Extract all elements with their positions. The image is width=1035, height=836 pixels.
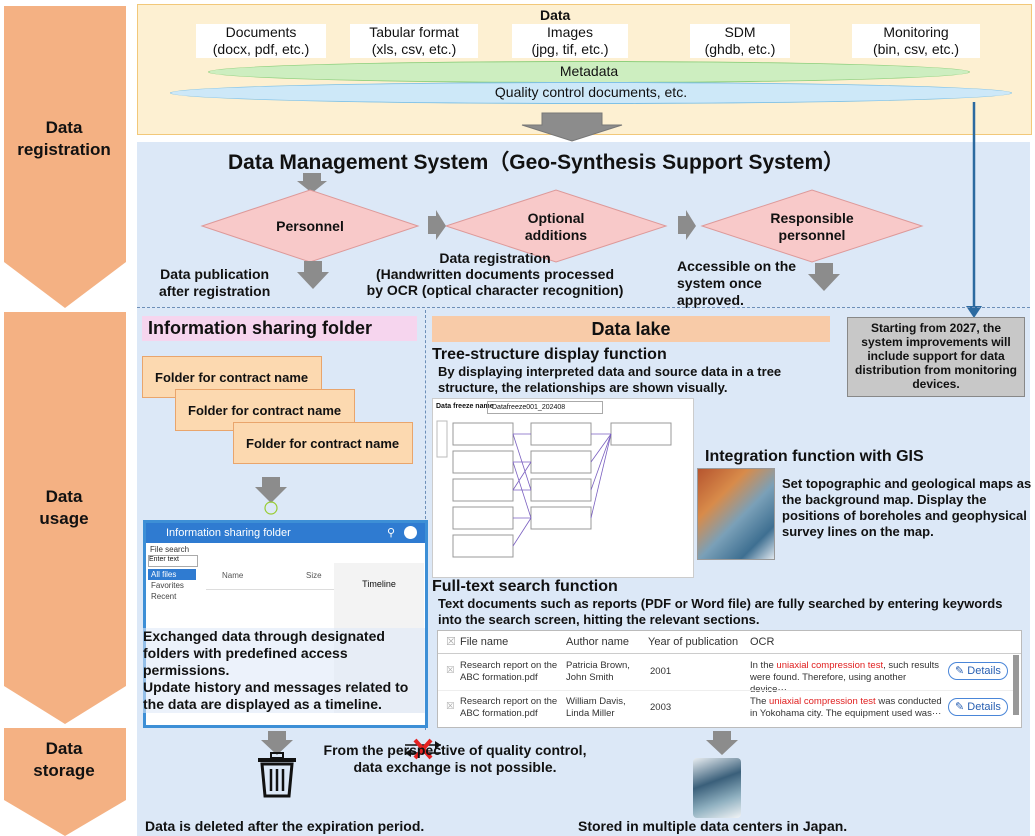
file-search-input[interactable]: Enter text (148, 555, 198, 567)
folder-3[interactable]: Folder for contract name (233, 422, 413, 464)
row-author: Patricia Brown, John Smith (566, 660, 630, 683)
col-ocr: OCR (750, 636, 775, 648)
circle-marker-icon (264, 501, 278, 515)
data-type-images: Images(jpg, tif, etc.) (512, 24, 628, 58)
data-type-monitoring: Monitoring(bin, csv, etc.) (852, 24, 980, 58)
stage-label-registration: Data registration (17, 118, 111, 159)
table-row[interactable]: ☒ Research report on the ABC formation.p… (438, 690, 1013, 725)
col-author: Author name (566, 636, 629, 648)
details-button[interactable]: ✎ Details (948, 662, 1008, 680)
no-exchange-note: From the perspective of quality control,… (323, 742, 587, 775)
monitoring-connector (966, 102, 982, 318)
user-avatar-icon[interactable] (404, 526, 417, 539)
down-arrow-small (297, 173, 327, 193)
down-arrow-storage-left (261, 731, 293, 755)
sharing-title: Information sharing folder (142, 316, 417, 341)
deleted-note: Data is deleted after the expiration per… (145, 818, 425, 834)
no-exchange-icon (405, 738, 441, 760)
gis-description: Set topographic and geological maps as t… (782, 476, 1032, 539)
nav-recent[interactable]: Recent (151, 592, 177, 601)
diamond-personnel (200, 189, 420, 263)
app-title: Information sharing folder (166, 527, 291, 539)
flow-diamonds (200, 189, 924, 263)
search-icon[interactable]: ⚲ (386, 527, 395, 539)
row-year: 2001 (650, 666, 672, 677)
stage-arrow-usage (4, 312, 126, 724)
system-title: Data Management System（Geo-Synthesis Sup… (228, 151, 845, 174)
search-results-table: ☒ File name Author name Year of publicat… (437, 630, 1022, 728)
accessible-note: Accessible on the system once approved. (677, 258, 797, 308)
data-type-tabular: Tabular format(xls, csv, etc.) (350, 24, 478, 58)
row-file: Research report on the ABC formation.pdf (460, 660, 558, 683)
row-author: William Davis, Linda Miller (566, 696, 626, 719)
publication-note: Data publication after registration (159, 266, 271, 299)
diamond-personnel-label: Personnel (276, 218, 344, 234)
gis-map-image (697, 468, 775, 560)
app-sidebar: All files Favorites Recent (148, 569, 196, 602)
table-header: ☒ File name Author name Year of publicat… (438, 631, 1021, 654)
data-type-sdm: SDM(ghdb, etc.) (690, 24, 790, 58)
data-panel-title: Data (540, 7, 571, 23)
stored-note: Stored in multiple data centers in Japan… (578, 818, 848, 834)
table-scrollbar[interactable] (1013, 655, 1019, 715)
row-checkbox[interactable]: ☒ (446, 701, 455, 712)
col-file-name: File name (460, 636, 509, 648)
timeline-label: Timeline (362, 579, 396, 589)
data-type-documents: Documents(docx, pdf, etc.) (196, 24, 326, 58)
metadata-band: Metadata (208, 61, 970, 83)
down-arrow-big (521, 112, 623, 142)
col-year: Year of publication (648, 636, 739, 648)
row-year: 2003 (650, 702, 672, 713)
col-size: Size (306, 571, 322, 580)
nav-favorites[interactable]: Favorites (151, 581, 184, 590)
stage-label-usage: Data usage (39, 487, 89, 528)
down-arrow-folders (255, 477, 287, 503)
row-file: Research report on the ABC formation.pdf (460, 696, 558, 719)
row-ocr: In the uniaxial compression test, such r… (750, 660, 940, 695)
stage-label-storage: Data storage (33, 739, 95, 780)
diamond-optional (444, 189, 668, 263)
tree-graph (436, 420, 672, 558)
trash-icon (258, 752, 296, 798)
gis-title: Integration function with GIS (705, 448, 924, 465)
down-arrow-accessible (808, 263, 840, 291)
row-checkbox[interactable]: ☒ (446, 665, 455, 676)
sharing-description: Exchanged data through designated folder… (143, 628, 425, 713)
stage-arrow-storage (4, 728, 126, 836)
tree-description: By displaying interpreted data and sourc… (438, 364, 782, 395)
details-button[interactable]: ✎ Details (948, 698, 1008, 716)
nav-all-files[interactable]: All files (148, 569, 196, 580)
folder-2[interactable]: Folder for contract name (175, 389, 355, 431)
app-titlebar: Information sharing folder ⚲ (146, 523, 425, 543)
fts-description: Text documents such as reports (PDF or W… (438, 596, 1003, 627)
registration-note: Data registration (Handwritten documents… (366, 250, 624, 298)
header-checkbox[interactable]: ☒ (446, 636, 456, 648)
fts-title: Full-text search function (432, 578, 618, 595)
data-lake-title: Data lake (432, 316, 830, 342)
note-2027: Starting from 2027, the system improveme… (847, 317, 1025, 397)
table-row[interactable]: ☒ Research report on the ABC formation.p… (438, 655, 1013, 695)
file-row[interactable] (206, 589, 336, 590)
row-ocr: The uniaxial compression test was conduc… (750, 696, 942, 719)
stage-arrows (4, 6, 126, 836)
tree-screenshot: Data freeze name Datafreeze001_202408 (432, 398, 694, 578)
down-arrow-publication (297, 261, 329, 289)
diamond-responsible (700, 189, 924, 263)
quality-band: Quality control documents, etc. (170, 82, 1012, 104)
down-arrow-storage-right (706, 731, 738, 755)
diamond-responsible-label: Responsible personnel (770, 210, 854, 243)
file-search-label: File search (150, 545, 190, 554)
divider-horizontal (137, 307, 1030, 308)
freeze-select[interactable]: Datafreeze001_202408 (487, 401, 603, 414)
tree-title: Tree-structure display function (432, 346, 667, 363)
diamond-optional-label: Optional additions (524, 210, 588, 243)
col-name: Name (222, 571, 244, 580)
stage-arrow-registration (4, 6, 126, 308)
freeze-label: Data freeze name (436, 403, 494, 410)
japan-map-image (693, 758, 741, 818)
